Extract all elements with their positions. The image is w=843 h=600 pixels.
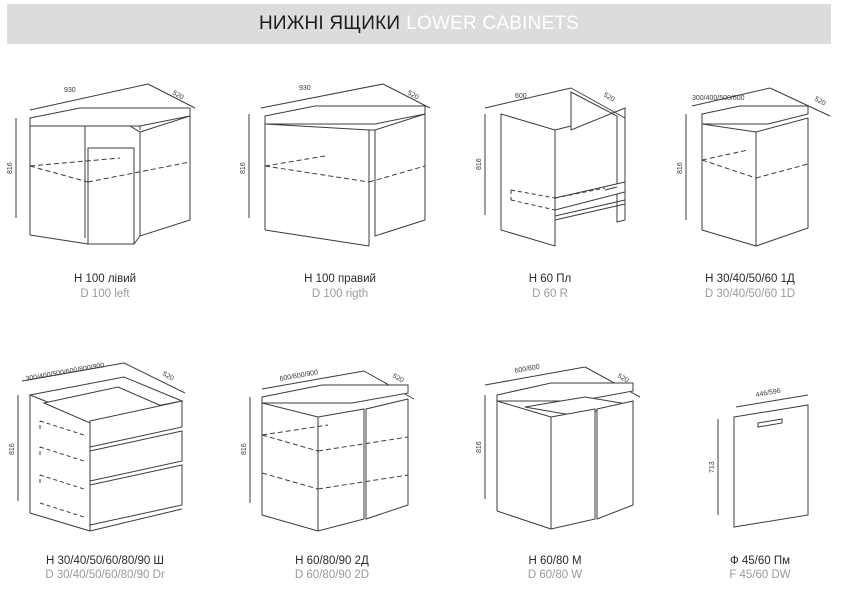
depth-dim-label: 520 <box>161 371 175 383</box>
width-dim-label: 600/800/900 <box>279 369 319 383</box>
height-dim-label: 713 <box>709 461 716 473</box>
width-dim-label: 300/400/500/600/800/900 <box>25 362 105 383</box>
cabinet-name-ua: Н 100 лівий <box>73 273 137 285</box>
cabinet-drawing-h2d: 600/800/900 520 816 <box>241 369 415 532</box>
depth-dim-label: 520 <box>406 90 420 102</box>
section-title-banner: НИЖНІ ЯЩИКИ LOWER CABINETS <box>7 4 831 44</box>
cabinet-name-en: D 30/40/50/60/80/90 Dr <box>45 569 165 581</box>
title-ukrainian: НИЖНІ ЯЩИКИ <box>258 13 401 34</box>
height-dim-label: 816 <box>9 443 16 455</box>
width-dim-label: 600 <box>515 93 527 100</box>
cabinet-drawing-h-drawers: 300/400/500/600/800/900 520 816 <box>9 362 186 532</box>
cabinet-name-ua: Н 30/40/50/60 1Д <box>705 273 795 285</box>
cabinet-card-h1d: 300/400/500/600 520 816 Н 30/40/50/60 1Д… <box>660 70 840 310</box>
cabinet-card-h-sink: 600/800 520 816 Н 60/80 М D 60/80 W <box>455 355 655 595</box>
cabinet-name-ua: Н 100 правий <box>304 273 376 285</box>
cabinet-name-en: D 100 left <box>80 288 130 300</box>
height-dim-label: 816 <box>677 162 684 174</box>
cabinet-name-en: F 45/60 DW <box>729 569 791 581</box>
cabinet-card-h-drawers: 300/400/500/600/800/900 520 816 Н 30/40/… <box>0 355 210 595</box>
height-dim-label: 816 <box>241 443 248 455</box>
cabinet-drawing-f-dishwasher: 446/596 713 <box>709 388 809 528</box>
height-dim-label: 816 <box>476 441 483 453</box>
cabinet-drawing-h1d: 300/400/500/600 520 816 <box>677 87 831 247</box>
height-dim-label: 816 <box>7 162 14 174</box>
cabinet-name-en: D 100 rigth <box>311 288 369 300</box>
cabinet-name-en: D 60/80 W <box>527 569 583 581</box>
cabinet-card-h100-right: 930 520 816 Н 100 правий D 100 rigth <box>235 70 445 310</box>
depth-dim-label: 520 <box>171 90 185 102</box>
depth-dim-label: 520 <box>391 373 405 385</box>
cabinet-card-h2d: 600/800/900 520 816 Н 60/80/90 2Д D 60/8… <box>232 355 432 595</box>
cabinet-card-h60-oven: 600 520 816 Н 60 Пл D 60 R <box>455 70 645 310</box>
height-dim-label: 816 <box>240 162 247 174</box>
depth-dim-label: 520 <box>813 96 827 108</box>
width-dim-label: 930 <box>64 87 76 94</box>
width-dim-label: 930 <box>299 85 311 92</box>
cabinet-name-en: D 60 R <box>532 288 568 300</box>
cabinet-drawing-h100-left: 930 520 816 <box>7 83 196 245</box>
cabinet-name-ua: Н 60/80 М <box>528 555 582 567</box>
depth-dim-label: 520 <box>602 92 616 104</box>
cabinet-name-en: D 60/80/90 2D <box>294 569 370 581</box>
cabinet-drawing-h60-oven: 600 520 816 <box>476 87 626 247</box>
cabinet-card-h100-left: 930 520 816 Н 100 лівий D 100 left <box>0 70 210 310</box>
title-english: LOWER CABINETS <box>406 13 580 34</box>
cabinet-card-f-dishwasher: 446/596 713 Ф 45/60 Пм F 45/60 DW <box>680 355 840 595</box>
width-dim-label: 446/596 <box>755 388 781 399</box>
cabinet-name-ua: Н 60 Пл <box>528 273 572 285</box>
cabinet-name-ua: Н 30/40/50/60/80/90 Ш <box>46 555 164 567</box>
cabinet-drawing-h100-right: 930 520 816 <box>240 83 431 247</box>
cabinet-name-ua: Ф 45/60 Пм <box>729 555 791 567</box>
cabinet-name-ua: Н 60/80/90 2Д <box>295 555 369 567</box>
width-dim-label: 300/400/500/600 <box>692 95 745 102</box>
height-dim-label: 816 <box>476 158 483 170</box>
cabinet-drawing-h-sink: 600/800 520 816 <box>476 364 641 530</box>
depth-dim-label: 520 <box>616 373 630 385</box>
cabinet-name-en: D 30/40/50/60 1D <box>704 288 796 300</box>
width-dim-label: 600/800 <box>514 364 540 375</box>
